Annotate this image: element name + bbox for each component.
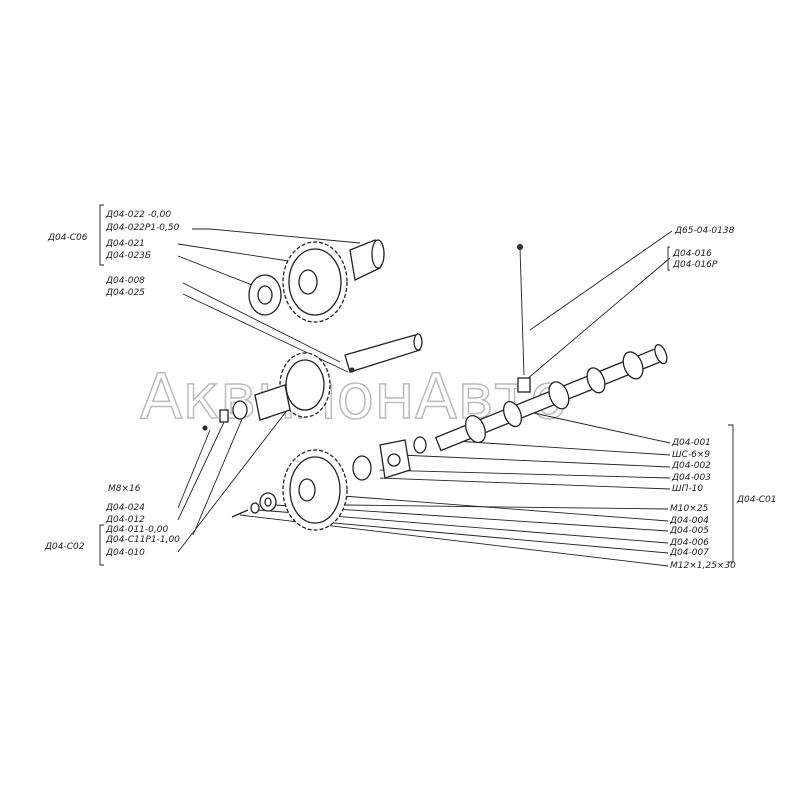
part-label: ШП-10 [672,484,703,494]
upper-gear [282,241,348,323]
lower-gear [231,449,348,531]
part-label: М8×16 [108,484,141,494]
bushing [349,239,385,281]
part-label: Д65-04-0138 [674,226,735,236]
thrust-flange [352,436,427,481]
parts [202,239,668,531]
part-label: М12×1,25×30 [670,561,736,571]
part-label: Д04-003 [671,473,711,483]
part-label: Д04-022Р1-0,50 [105,223,180,233]
part-label: Д04-008 [105,276,145,286]
middle-gear [202,352,331,431]
upper-hub [248,274,282,316]
push-rod [517,244,531,393]
group-label-d04-c06: Д04-С06 [47,233,88,243]
part-label: Д04-025 [105,288,145,298]
camshaft [434,344,668,452]
part-label: Д04-С11Р1-1,00 [105,535,180,545]
part-label: Д04-021 [105,239,145,249]
part-label: Д04-012 [105,515,145,525]
part-label: Д04-022 -0,00 [105,210,171,220]
part-label: Д04-004 [669,516,709,526]
group-label-d04-c01: Д04-С01 [736,495,776,505]
part-label: Д04-024 [105,503,145,513]
part-label: Д04-006 [669,538,709,548]
part-label: Д04-005 [669,526,709,536]
part-label: М10×25 [670,504,708,514]
part-label: Д04-011-0,00 [105,525,168,535]
part-label: Д04-010 [105,548,145,558]
part-label: Д04-016 [672,249,712,259]
part-label: Д04-001 [671,438,711,448]
upper-shaft [344,333,423,373]
part-label: Д04-007 [669,548,709,558]
part-label: Д04-002 [671,461,711,471]
part-label: Д04-023Б [105,251,151,261]
part-label: ШС-6×9 [672,450,710,460]
part-label: Д04-016Р [672,260,718,270]
group-label-d04-c02: Д04-С02 [44,542,85,552]
